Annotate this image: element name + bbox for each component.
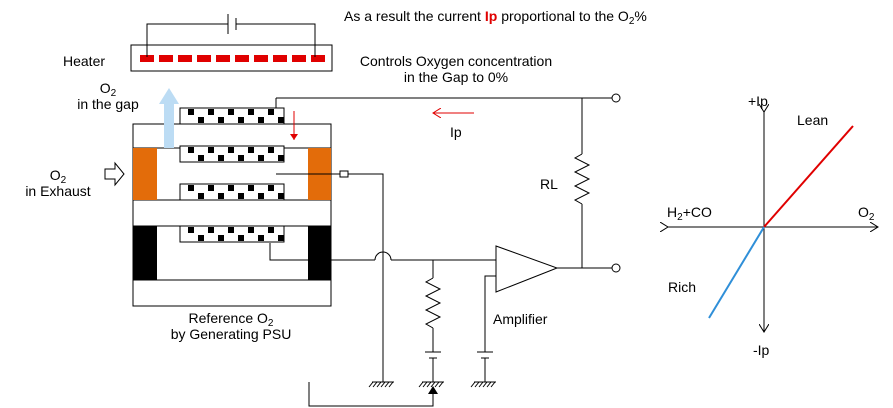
graph-minus-ip-label: -Ip <box>753 342 770 358</box>
heater-segment <box>254 55 268 62</box>
result-caption: As a result the current Ip proportional … <box>344 8 647 27</box>
result-ip: Ip <box>484 8 498 24</box>
o2-in-exhaust-label: O2 in Exhaust <box>25 167 91 199</box>
graph-plus-ip-label: +Ip <box>748 93 768 109</box>
left-orange-electrode <box>133 148 157 200</box>
electrode-strip <box>179 183 285 201</box>
rich-line <box>708 226 765 319</box>
feedback-arrowhead <box>428 386 438 394</box>
electrode-strip <box>179 145 285 163</box>
electrode-strips <box>179 107 285 243</box>
graph-rich-label: Rich <box>668 279 697 295</box>
amplifier-symbol <box>495 245 559 293</box>
heater-segment <box>197 55 211 62</box>
gas-flow-arrow <box>159 88 179 148</box>
ground-symbol <box>418 381 444 388</box>
exhaust-inlet-arrow <box>104 161 125 187</box>
graph-h2co-label: H2+CO <box>667 204 712 223</box>
heater-block <box>130 14 333 72</box>
heater-segment <box>140 55 154 62</box>
controls-caption: Controls Oxygen concentration in the Gap… <box>359 53 553 85</box>
heater-segment <box>311 55 325 62</box>
heater-segment <box>235 55 249 62</box>
rl-label: RL <box>540 176 558 192</box>
electrode-strip <box>179 107 285 125</box>
heater-segments <box>140 55 325 62</box>
circuit-wiring <box>269 97 612 407</box>
amplifier-label: Amplifier <box>493 311 548 327</box>
lean-line <box>763 125 854 228</box>
graph-o2-label: O2 <box>858 204 875 223</box>
heater-label: Heater <box>63 53 106 69</box>
heater-segment <box>178 55 192 62</box>
heater-segment <box>159 55 173 62</box>
output-terminal-top <box>611 93 621 103</box>
graph-lean-label: Lean <box>797 112 829 128</box>
ground-symbols <box>368 381 496 388</box>
sensor-body <box>132 107 332 307</box>
ground-symbol <box>368 381 394 388</box>
electrode-strip <box>179 225 285 243</box>
characteristic-graph <box>668 112 878 332</box>
heater-segment <box>273 55 287 62</box>
heater-segment <box>292 55 306 62</box>
left-black-electrode <box>133 226 157 280</box>
ground-symbol <box>470 381 496 388</box>
output-terminal-bottom <box>611 263 621 273</box>
right-black-electrode <box>308 226 331 280</box>
ip-current-label: Ip <box>450 124 462 140</box>
heater-segment <box>216 55 230 62</box>
reference-o2-label: Reference O2 by Generating PSU <box>170 310 292 342</box>
o2-in-gap-label: O2 in the gap <box>77 80 139 112</box>
